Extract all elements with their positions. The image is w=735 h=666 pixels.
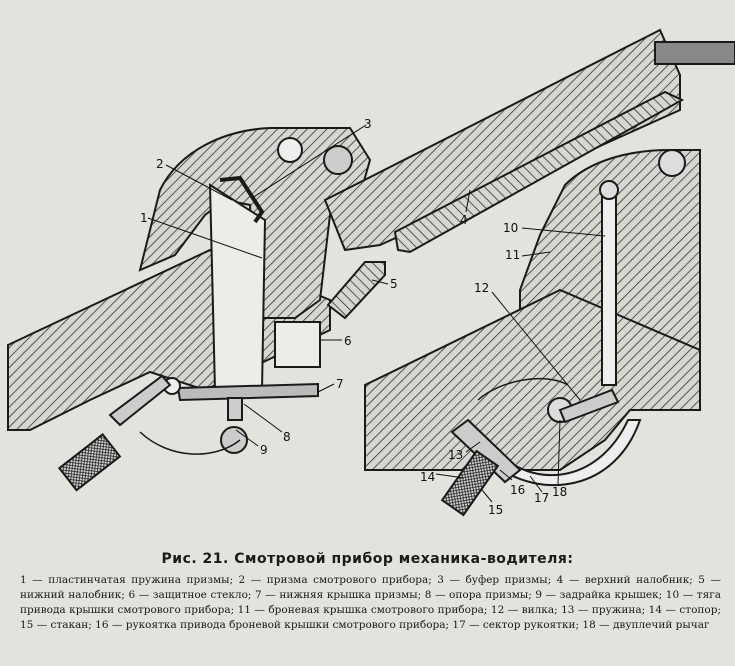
knurled-grip <box>57 432 122 492</box>
handle-sector <box>493 419 642 487</box>
callout-6: 6 <box>344 334 352 348</box>
callout-8: 8 <box>283 430 291 444</box>
protective-glass <box>274 321 321 368</box>
pivot-buffer <box>323 145 353 175</box>
callout-12: 12 <box>474 281 489 295</box>
prism-spring <box>219 175 265 224</box>
callout-4: 4 <box>460 213 468 227</box>
rod-pivot-top <box>599 180 619 200</box>
callout-7: 7 <box>336 377 344 391</box>
left-section-view <box>7 127 386 492</box>
handle-rod <box>108 374 172 427</box>
prism <box>208 183 267 391</box>
sector-arc-right <box>477 377 569 401</box>
callout-14: 14 <box>420 470 435 484</box>
callout-18: 18 <box>552 485 567 499</box>
handle-right <box>450 418 522 484</box>
double-arm-lever <box>558 388 620 424</box>
callout-16: 16 <box>510 483 525 497</box>
clamp-bolt <box>227 397 243 421</box>
handle-grip-right <box>440 449 500 517</box>
callout-1: 1 <box>140 211 148 225</box>
lower-pad <box>326 261 386 320</box>
cover-pivot <box>658 149 686 177</box>
upper-armor-plate <box>323 28 681 252</box>
technical-drawing: 1 2 3 4 5 6 7 8 9 10 11 12 13 <box>7 28 735 517</box>
callout-10: 10 <box>503 221 518 235</box>
caption-title: Рис. 21. Смотровой прибор механика-водит… <box>161 551 574 567</box>
right-section-view <box>364 149 701 517</box>
callout-11: 11 <box>505 248 520 262</box>
caption-legend: 1 — пластинчатая пружина призмы; 2 — при… <box>20 574 721 631</box>
callout-5: 5 <box>390 277 398 291</box>
upper-pad <box>393 90 685 254</box>
figure-caption: Рис. 21. Смотровой прибор механика-водит… <box>0 545 735 666</box>
upper-plate-view <box>323 28 735 254</box>
callout-13: 13 <box>448 448 463 462</box>
callout-2: 2 <box>156 157 164 171</box>
sector-arc <box>139 431 241 455</box>
plate-edge-block <box>654 41 735 65</box>
callouts: 1 2 3 4 5 6 7 8 9 10 11 12 13 <box>140 117 606 517</box>
bottom-cover <box>176 382 319 402</box>
pivot-top-left <box>277 137 303 163</box>
callout-3: 3 <box>364 117 372 131</box>
callout-15: 15 <box>488 503 503 517</box>
cover-drive-rod <box>601 184 617 386</box>
callout-17: 17 <box>534 491 549 505</box>
callout-9: 9 <box>260 443 268 457</box>
